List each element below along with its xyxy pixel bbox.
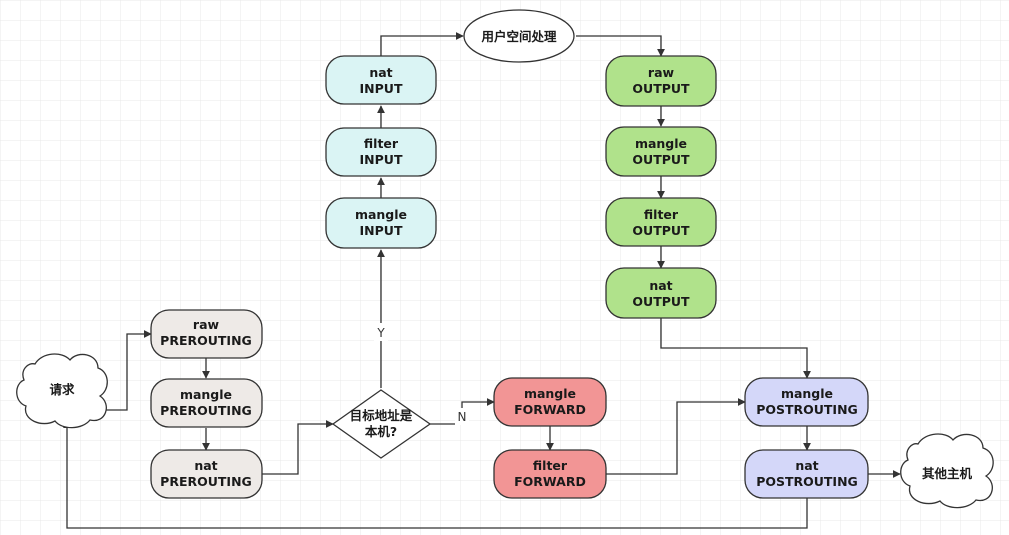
- request-cloud: 请求: [16, 353, 108, 429]
- other-hosts-cloud-shape: [900, 433, 994, 509]
- edge-nat-output-to-mangle-postrouting: [660, 318, 811, 379]
- nat-output-line1: nat: [649, 278, 672, 293]
- filter-input-box: [325, 127, 437, 177]
- nat-prerouting-line2: PREROUTING: [160, 474, 252, 489]
- mangle-input-box: [325, 197, 437, 249]
- filter-output-line2: OUTPUT: [632, 223, 690, 238]
- other-hosts-label: 其他主机: [922, 466, 973, 481]
- filter-forward-line2: FORWARD: [514, 474, 586, 489]
- nat-postrouting-node: nat POSTROUTING: [744, 449, 869, 499]
- nat-prerouting-node: nat PREROUTING: [150, 449, 263, 499]
- user-space-label: 用户空间处理: [480, 29, 557, 44]
- nat-postrouting-line2: POSTROUTING: [756, 474, 858, 489]
- filter-forward-node: filter FORWARD: [493, 449, 607, 499]
- user-space-ellipse: [463, 9, 575, 63]
- mangle-postrouting-node: mangle POSTROUTING: [744, 377, 869, 427]
- yes-label-bg: [374, 323, 388, 341]
- filter-output-box: [605, 197, 717, 247]
- raw-prerouting-line2: PREROUTING: [160, 333, 252, 348]
- mangle-input-line2: INPUT: [360, 223, 403, 238]
- mangle-postrouting-box: [744, 377, 869, 427]
- mangle-postrouting-line2: POSTROUTING: [756, 402, 858, 417]
- decision-node: 目标地址是 本机?: [331, 389, 432, 459]
- nat-input-line2: INPUT: [360, 81, 403, 96]
- request-cloud-shape: [16, 353, 108, 429]
- nat-output-line2: OUTPUT: [632, 294, 690, 309]
- edge-filter-forward-to-mangle-postrouting: [606, 398, 746, 475]
- edge-nat-postrouting-back-to-request: [63, 420, 808, 529]
- edge-nat-prerouting-to-decision: [262, 420, 334, 475]
- mangle-prerouting-line1: mangle: [180, 387, 232, 402]
- filter-output-line1: filter: [644, 207, 679, 222]
- nat-input-box: [325, 55, 437, 105]
- nat-output-box: [605, 267, 717, 319]
- mangle-prerouting-box: [150, 378, 263, 428]
- raw-prerouting-box: [150, 309, 263, 359]
- no-label-bg: [455, 408, 469, 425]
- nat-prerouting-line1: nat: [194, 458, 217, 473]
- mangle-forward-line1: mangle: [524, 386, 576, 401]
- mangle-output-line1: mangle: [635, 136, 687, 151]
- user-space-node: 用户空间处理: [463, 9, 575, 63]
- edge-user-space-to-raw-output: [576, 35, 665, 57]
- decision-label-line2: 本机?: [365, 424, 397, 439]
- request-label: 请求: [49, 382, 75, 397]
- mangle-input-node: mangle INPUT: [325, 197, 437, 249]
- mangle-forward-box: [493, 377, 607, 427]
- mangle-output-line2: OUTPUT: [632, 152, 690, 167]
- mangle-postrouting-line1: mangle: [781, 386, 833, 401]
- raw-prerouting-line1: raw: [193, 317, 220, 332]
- filter-input-line1: filter: [364, 136, 399, 151]
- other-hosts-cloud: 其他主机: [900, 433, 994, 509]
- mangle-output-node: mangle OUTPUT: [605, 126, 717, 177]
- nat-prerouting-box: [150, 449, 263, 499]
- edge-label-no: N: [458, 410, 467, 424]
- mangle-forward-line2: FORWARD: [514, 402, 586, 417]
- mangle-input-line1: mangle: [355, 207, 407, 222]
- decision-diamond: [331, 389, 432, 459]
- raw-prerouting-node: raw PREROUTING: [150, 309, 263, 359]
- edge-label-yes: Y: [376, 326, 385, 340]
- raw-output-box: [605, 55, 717, 107]
- nat-input-node: nat INPUT: [325, 55, 437, 105]
- nat-output-node: nat OUTPUT: [605, 267, 717, 319]
- filter-input-line2: INPUT: [360, 152, 403, 167]
- raw-output-node: raw OUTPUT: [605, 55, 717, 107]
- filter-forward-line1: filter: [533, 458, 568, 473]
- filter-input-node: filter INPUT: [325, 127, 437, 177]
- nat-postrouting-box: [744, 449, 869, 499]
- nat-input-line1: nat: [369, 65, 392, 80]
- nat-postrouting-line1: nat: [795, 458, 818, 473]
- mangle-prerouting-line2: PREROUTING: [160, 403, 252, 418]
- raw-output-line1: raw: [648, 65, 675, 80]
- mangle-forward-node: mangle FORWARD: [493, 377, 607, 427]
- edge-nat-input-to-user-space: [380, 32, 464, 56]
- decision-label-line1: 目标地址是: [350, 408, 413, 423]
- raw-output-line2: OUTPUT: [632, 81, 690, 96]
- filter-output-node: filter OUTPUT: [605, 197, 717, 247]
- mangle-output-box: [605, 126, 717, 177]
- mangle-prerouting-node: mangle PREROUTING: [150, 378, 263, 428]
- filter-forward-box: [493, 449, 607, 499]
- edge-request-to-raw-prerouting: [105, 330, 152, 411]
- edges: [63, 32, 901, 529]
